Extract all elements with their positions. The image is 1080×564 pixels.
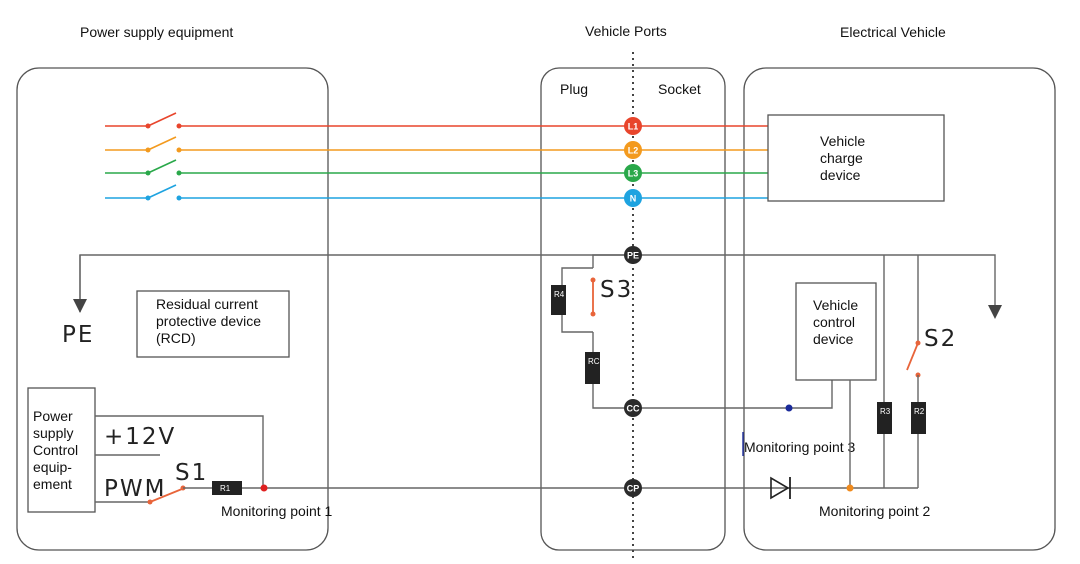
svg-text:N: N — [630, 194, 637, 204]
svg-text:R1: R1 — [220, 484, 231, 493]
resistor-r2: R2 — [911, 402, 926, 434]
pin-l3: L3 — [624, 164, 642, 182]
control-line2: supply — [33, 425, 73, 441]
svg-text:R3: R3 — [880, 407, 891, 416]
phase-line-l2 — [105, 136, 768, 153]
neutral-line — [105, 184, 768, 201]
svg-text:CP: CP — [627, 484, 640, 494]
diode-icon — [770, 476, 791, 500]
control-device-line2: control — [813, 314, 855, 330]
svg-text:CC: CC — [627, 404, 640, 414]
pin-pe: PE — [624, 246, 642, 264]
phase-line-l3 — [105, 159, 768, 176]
rcd-box — [136, 290, 290, 358]
svg-text:L2: L2 — [628, 146, 639, 156]
rcd-line3: (RCD) — [156, 330, 196, 346]
vehicle-ports-box — [540, 67, 726, 551]
monitoring-point-1-dot — [260, 484, 268, 492]
plug-label: Plug — [560, 81, 588, 97]
control-device-line1: Vehicle — [813, 297, 858, 313]
svg-text:L1: L1 — [628, 122, 639, 132]
charge-device-line2: charge — [820, 150, 863, 166]
svg-text:L3: L3 — [628, 169, 639, 179]
v12-wire — [95, 415, 264, 488]
r4-loop — [561, 267, 593, 333]
monitoring-point-2-dot — [846, 484, 854, 492]
resistor-rc: RC — [585, 352, 600, 384]
control-line5: ement — [33, 476, 72, 492]
control-line4: equip- — [33, 459, 72, 475]
control-line1: Power — [33, 408, 73, 424]
supply-equipment-box — [16, 67, 329, 551]
socket-label: Socket — [658, 81, 701, 97]
resistor-r3: R3 — [877, 402, 892, 434]
v12-label: +12V — [104, 424, 176, 450]
resistor-r4: R4 — [551, 285, 566, 315]
pwm-label: PWM — [104, 476, 166, 502]
rcd-line2: protective device — [156, 313, 261, 329]
vehicle-box — [743, 67, 1056, 551]
phase-line-l1 — [105, 112, 768, 129]
pin-l2: L2 — [624, 141, 642, 159]
vehicle-charge-device-box — [767, 114, 945, 202]
rcd-line1: Residual current — [156, 296, 258, 312]
monitoring-point-2-label: Monitoring point 2 — [819, 503, 931, 519]
pin-l1: L1 — [624, 117, 642, 135]
svg-text:PE: PE — [627, 251, 639, 261]
svg-text:RC: RC — [588, 357, 600, 366]
switch-s3 — [590, 277, 596, 317]
pin-cc: CC — [624, 399, 642, 417]
supply-control-box — [27, 387, 96, 513]
s1-label: S1 — [175, 460, 208, 486]
vehicle-section-title: Electrical Vehicle — [840, 24, 946, 40]
vehicle-control-device-box — [795, 282, 877, 381]
control-line3: Control — [33, 442, 78, 458]
resistor-r1: R1 — [212, 481, 242, 495]
supply-section-title: Power supply equipment — [80, 24, 233, 40]
s2-label: S2 — [924, 326, 957, 352]
ports-section-title: Vehicle Ports — [585, 23, 667, 39]
charge-device-line3: device — [820, 167, 861, 183]
control-device-line3: device — [813, 331, 854, 347]
monitoring-point-1-label: Monitoring point 1 — [221, 503, 333, 519]
svg-text:R4: R4 — [554, 290, 565, 299]
s3-label: S3 — [600, 277, 633, 303]
pe-ground-label: PE — [62, 322, 94, 348]
pin-cp: CP — [624, 479, 642, 497]
monitoring-point-3-label: Monitoring point 3 — [744, 439, 856, 455]
pin-n: N — [624, 189, 642, 207]
monitoring-point-3-dot — [785, 404, 793, 412]
s3-top-wire — [592, 254, 633, 268]
switch-s2 — [906, 340, 921, 378]
svg-text:R2: R2 — [914, 407, 925, 416]
charge-device-line1: Vehicle — [820, 133, 865, 149]
